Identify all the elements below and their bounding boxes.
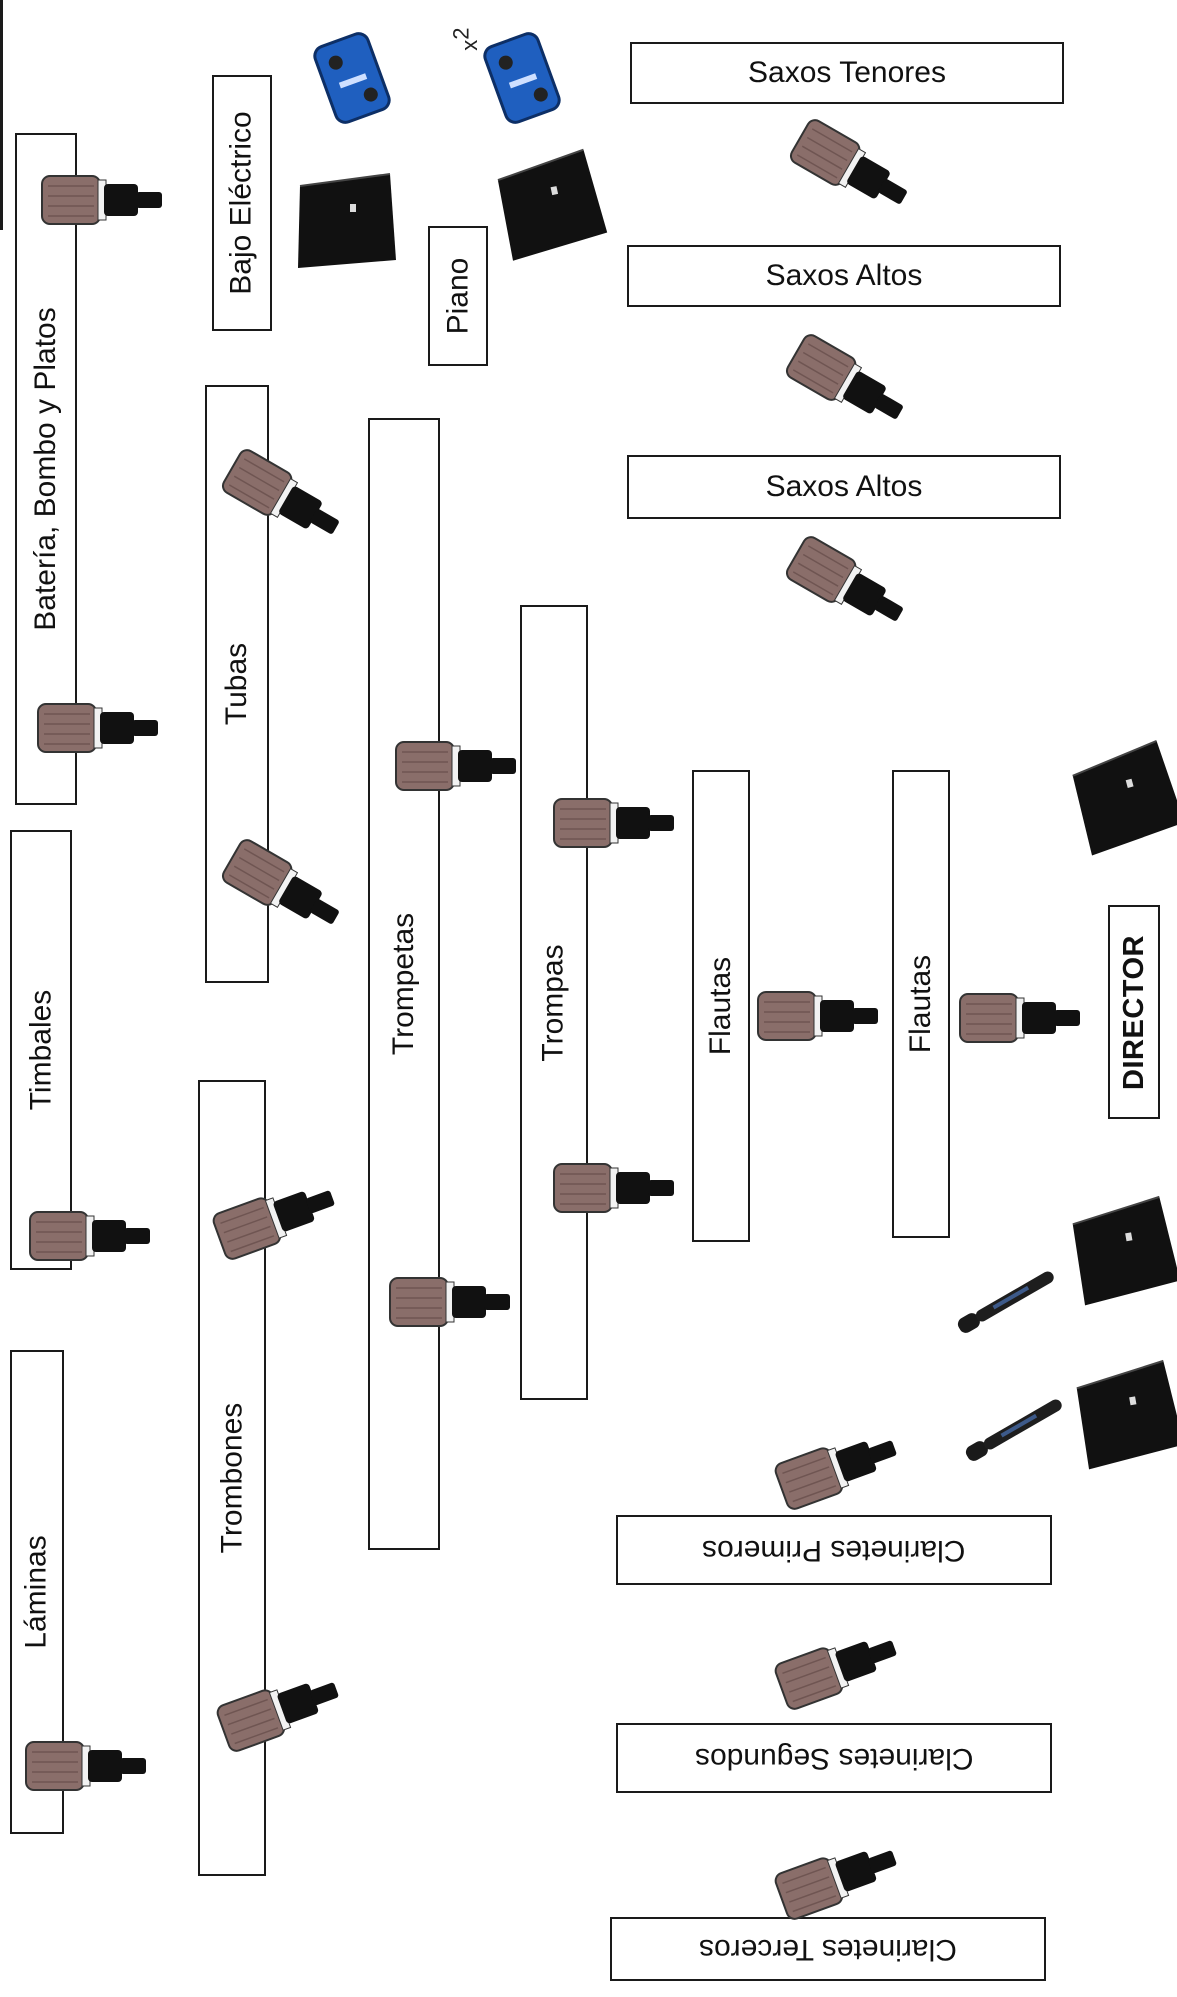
di-box-icon: [474, 21, 571, 134]
microphone-icon: [394, 738, 518, 794]
microphone-icon: [388, 1274, 512, 1330]
section-label: Saxos Altos: [765, 259, 923, 292]
microphone-icon: [36, 700, 160, 756]
microphone-icon: [216, 833, 351, 943]
section-label: Saxos Tenores: [748, 56, 946, 89]
microphone-icon: [780, 530, 915, 640]
monitor-speaker-icon: [1060, 1189, 1177, 1311]
section-label: Trompetas: [387, 912, 421, 1056]
microphone-icon: [212, 1662, 348, 1757]
section-clarinetes-primeros: Clarinetes Primeros: [616, 1515, 1052, 1585]
section-clarinetes-segundos: Clarinetes Segundos: [616, 1723, 1052, 1793]
microphone-icon: [780, 328, 915, 438]
section-bateria: Batería, Bombo y Platos: [15, 133, 77, 805]
microphone-icon: [208, 1170, 344, 1265]
piano-monitor-speaker-icon: [484, 142, 613, 267]
section-bajo-electrico: Bajo Eléctrico: [212, 75, 272, 331]
section-saxos-altos-1: Saxos Altos: [627, 245, 1061, 307]
director-monitor-speaker-icon: [1058, 733, 1177, 862]
section-piano: Piano: [428, 226, 488, 366]
section-label: Trombones: [215, 1402, 248, 1554]
section-director: DIRECTOR: [1108, 905, 1160, 1119]
microphone-icon: [958, 990, 1082, 1046]
section-trompetas: Trompetas: [368, 418, 440, 1550]
stage-edge-line: [0, 0, 3, 230]
section-label: Clarinetes Primeros: [702, 1534, 966, 1567]
section-label: Trompas: [537, 943, 570, 1062]
section-label: Láminas: [20, 1535, 53, 1649]
microphone-icon: [770, 1830, 906, 1925]
handheld-microphone-icon: [954, 1264, 1060, 1338]
microphone-icon: [756, 988, 880, 1044]
section-label: Clarinetes Segundos: [694, 1742, 974, 1775]
section-label: Flautas: [704, 956, 738, 1056]
microphone-icon: [40, 172, 164, 228]
di-box-icon: [304, 21, 401, 134]
section-label: Flautas: [904, 954, 938, 1054]
microphone-icon: [552, 795, 676, 851]
section-label: Batería, Bombo y Platos: [29, 307, 62, 631]
section-label: Bajo Eléctrico: [225, 111, 259, 295]
section-trompas: Trompas: [520, 605, 588, 1400]
section-label: DIRECTOR: [1117, 934, 1150, 1090]
section-saxos-tenores: Saxos Tenores: [630, 42, 1064, 104]
microphone-icon: [24, 1738, 148, 1794]
microphone-icon: [552, 1160, 676, 1216]
microphone-icon: [784, 113, 919, 223]
microphone-icon: [770, 1420, 906, 1515]
monitor-speaker-icon: [1064, 1353, 1177, 1475]
microphone-icon: [28, 1208, 152, 1264]
section-saxos-altos-2: Saxos Altos: [627, 455, 1061, 519]
section-flautas-1: Flautas: [692, 770, 750, 1242]
handheld-microphone-icon: [962, 1392, 1068, 1466]
section-timbales: Timbales: [10, 830, 72, 1270]
microphone-icon: [216, 443, 351, 553]
microphone-icon: [770, 1620, 906, 1715]
bass-amplifier-icon: [290, 168, 400, 272]
section-label: Tubas: [220, 642, 254, 726]
section-clarinetes-terceros: Clarinetes Terceros: [610, 1917, 1046, 1981]
section-label: Saxos Altos: [765, 470, 923, 503]
di-multiplier-exp: 2: [448, 27, 474, 40]
section-label: Clarinetes Terceros: [699, 1933, 957, 1966]
section-flautas-2: Flautas: [892, 770, 950, 1238]
section-label: Timbales: [24, 989, 57, 1111]
section-label: Piano: [441, 257, 475, 335]
